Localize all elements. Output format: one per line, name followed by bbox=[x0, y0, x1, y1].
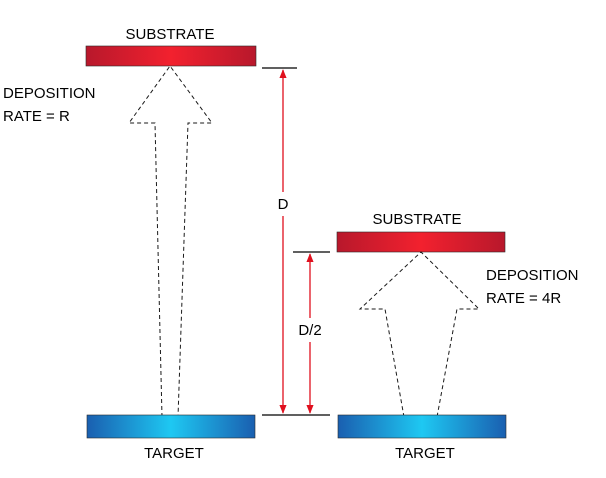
right-substrate-label: SUBSTRATE bbox=[373, 211, 462, 228]
distance-dimensions: D D/2 bbox=[262, 67, 330, 416]
left-substrate-label: SUBSTRATE bbox=[126, 26, 215, 43]
left-rate-label-line2: RATE = R bbox=[3, 108, 70, 125]
left-deposition-arrow bbox=[128, 65, 213, 418]
half-d-label: D/2 bbox=[298, 322, 321, 339]
left-target-plate bbox=[86, 414, 256, 439]
right-deposition-arrow bbox=[358, 251, 481, 418]
right-target-label: TARGET bbox=[395, 445, 455, 462]
d-label: D bbox=[278, 196, 289, 213]
right-rate-label-line1: DEPOSITION bbox=[486, 267, 579, 284]
right-target-plate bbox=[337, 414, 507, 439]
half-d-label-backdrop bbox=[294, 318, 326, 342]
left-rate-label-line1: DEPOSITION bbox=[3, 85, 96, 102]
right-rate-label-line2: RATE = 4R bbox=[486, 290, 561, 307]
left-substrate-plate bbox=[85, 45, 257, 67]
d-label-backdrop bbox=[273, 192, 293, 216]
right-setup: SUBSTRATE DEPOSITION RATE = 4R TARGET bbox=[336, 211, 579, 462]
left-setup: SUBSTRATE DEPOSITION RATE = R TARGET bbox=[3, 26, 257, 462]
left-target-label: TARGET bbox=[144, 445, 204, 462]
right-substrate-plate bbox=[336, 231, 506, 253]
